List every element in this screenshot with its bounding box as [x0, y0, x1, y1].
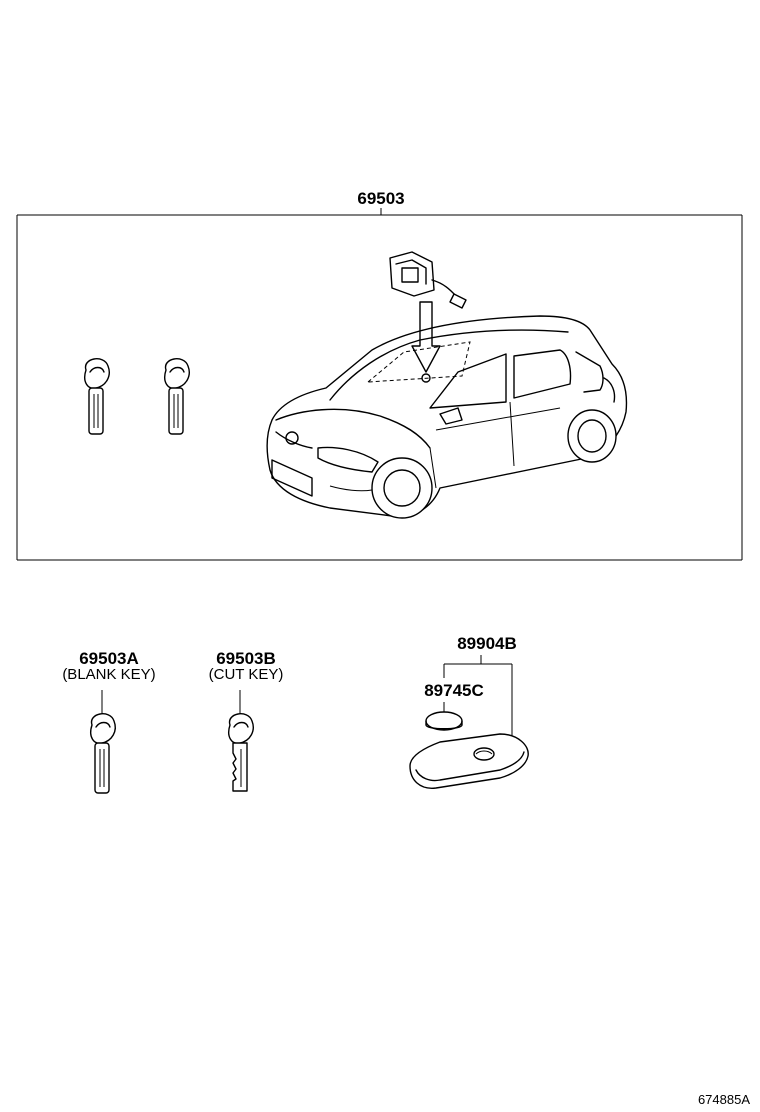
vehicle-illustration [266, 315, 628, 519]
location-arrow [411, 301, 441, 383]
part-number-69503a[interactable]: 69503A [79, 649, 139, 668]
part-number-89904b[interactable]: 89904B [457, 634, 517, 653]
assembly-box [16, 214, 743, 561]
part-note-blank-key: (BLANK KEY) [62, 666, 155, 683]
figure-id: 674885A [698, 1092, 750, 1107]
leader-bracket [443, 655, 513, 740]
part-note-cut-key: (CUT KEY) [209, 666, 284, 683]
cut-key-icon[interactable] [228, 713, 254, 792]
smart-key-fob-icon[interactable] [409, 733, 529, 789]
immobilizer-unit-icon[interactable] [389, 251, 467, 309]
part-number-89745c[interactable]: 89745C [424, 681, 484, 700]
battery-icon[interactable] [425, 711, 463, 731]
assembly-label[interactable]: 69503 [357, 189, 404, 208]
key-icon[interactable] [164, 358, 190, 435]
key-icon[interactable] [84, 358, 110, 435]
blank-key-icon[interactable] [90, 713, 116, 794]
part-number-69503b[interactable]: 69503B [216, 649, 276, 668]
